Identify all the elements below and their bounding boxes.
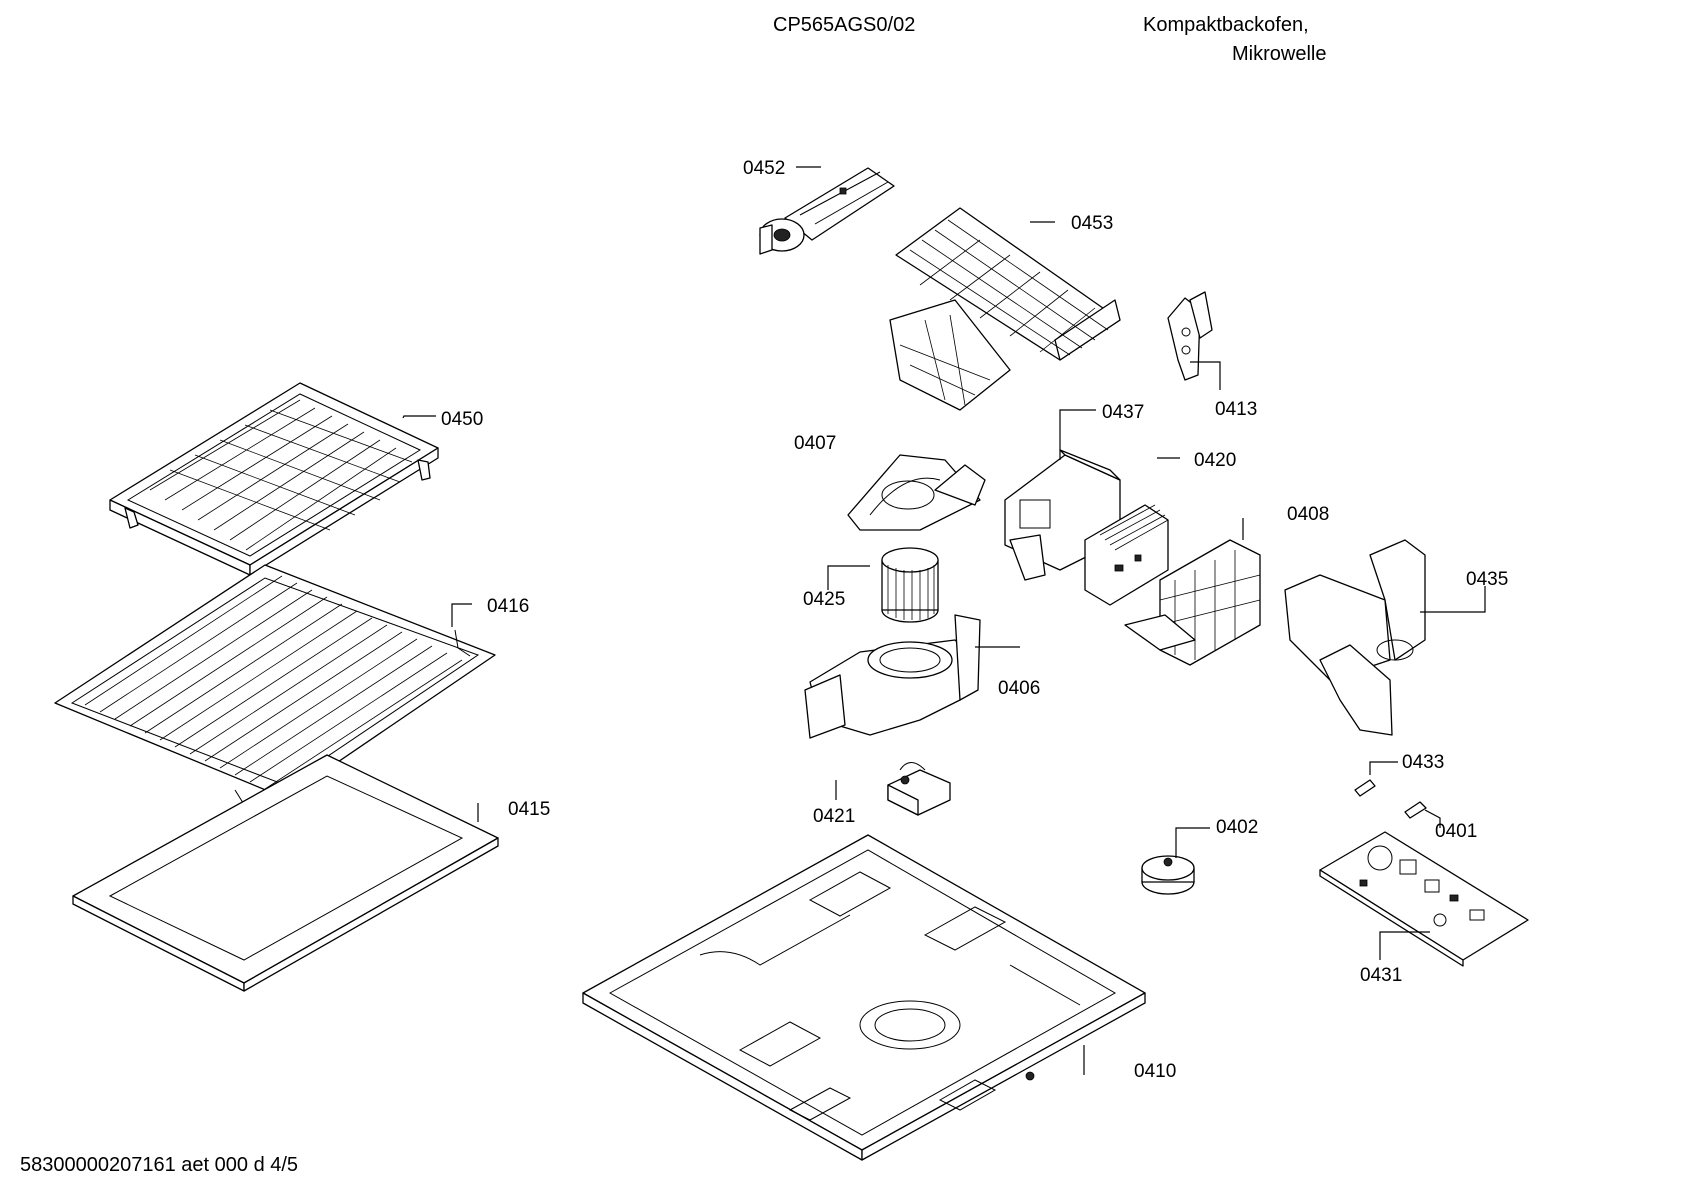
part-0410-base-plate[interactable] [582, 834, 1146, 1161]
part-0413-latch[interactable] [1167, 291, 1213, 381]
label-0437[interactable]: 0437 [1102, 402, 1144, 423]
label-0435[interactable]: 0435 [1466, 569, 1508, 590]
document-code: 58300000207161 aet 000 d 4/5 [20, 1154, 298, 1176]
part-0401-bushing[interactable] [1404, 801, 1427, 819]
label-0420[interactable]: 0420 [1194, 450, 1236, 471]
part-0420-heatsink-board[interactable] [1084, 504, 1169, 606]
leader-line-0413 [1190, 361, 1221, 390]
label-0433[interactable]: 0433 [1402, 752, 1444, 773]
label-0421[interactable]: 0421 [813, 806, 855, 827]
part-0415-frame[interactable] [72, 754, 499, 992]
model-number: CP565AGS0/02 [773, 14, 915, 36]
label-0406[interactable]: 0406 [998, 678, 1040, 699]
leader-line-0416 [451, 603, 472, 627]
label-0410[interactable]: 0410 [1134, 1061, 1176, 1082]
label-0408[interactable]: 0408 [1287, 504, 1329, 525]
label-0407[interactable]: 0407 [794, 433, 836, 454]
part-0406-fan-housing[interactable] [804, 614, 981, 739]
part-0435-air-duct[interactable] [1284, 539, 1426, 736]
leader-line-0435 [1420, 586, 1486, 613]
part-0433-bushing[interactable] [1354, 779, 1376, 797]
label-0425[interactable]: 0425 [803, 589, 845, 610]
label-0401[interactable]: 0401 [1435, 821, 1477, 842]
label-0453[interactable]: 0453 [1071, 213, 1113, 234]
leader-line-0431 [1379, 931, 1430, 960]
label-0450[interactable]: 0450 [441, 409, 483, 430]
leader-line-0402 [1175, 827, 1210, 858]
part-0425-fan-wheel[interactable] [881, 547, 939, 623]
leader-line-0437 [1059, 409, 1096, 460]
label-0416[interactable]: 0416 [487, 596, 529, 617]
part-0450-baking-tray[interactable] [109, 382, 439, 576]
appliance-description-line2: Mikrowelle [1232, 43, 1326, 65]
part-0452-motor-assembly[interactable] [759, 167, 895, 255]
label-0402[interactable]: 0402 [1216, 817, 1258, 838]
leader-line-0433 [1369, 761, 1398, 775]
leader-line-0425 [827, 565, 870, 590]
label-0413[interactable]: 0413 [1215, 399, 1257, 420]
part-0408-grille-frame[interactable] [1124, 539, 1261, 666]
leader-line-0401 [1424, 809, 1441, 828]
part-0453-air-duct-grid[interactable] [889, 207, 1121, 411]
label-0452[interactable]: 0452 [743, 158, 785, 179]
part-0407-fan-cover[interactable] [847, 454, 986, 531]
leader-line-0450 [402, 415, 436, 419]
part-0402-small-motor[interactable] [1141, 855, 1195, 895]
part-0416-wire-rack[interactable] [54, 564, 496, 809]
appliance-description-line1: Kompaktbackofen, [1143, 14, 1309, 36]
label-0431[interactable]: 0431 [1360, 965, 1402, 986]
label-0415[interactable]: 0415 [508, 799, 550, 820]
part-0431-control-board[interactable] [1319, 831, 1529, 967]
part-0421-transformer[interactable] [887, 762, 951, 816]
